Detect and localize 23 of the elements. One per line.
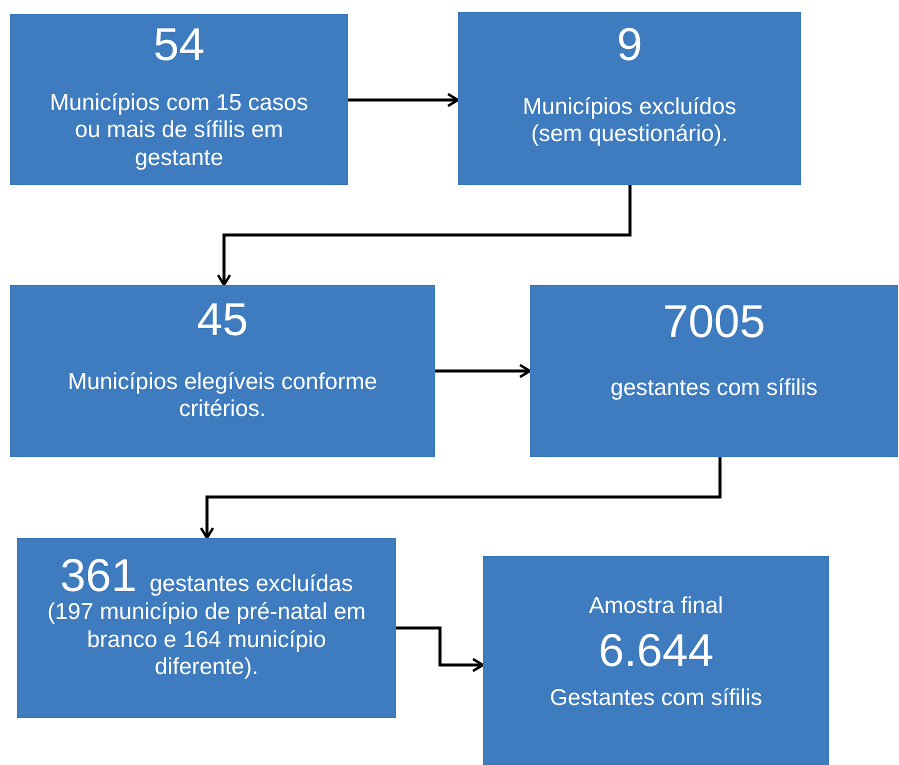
arrow — [200, 457, 722, 540]
count-number: 9 — [616, 18, 642, 71]
node-text: Amostra final — [588, 592, 724, 620]
process-box — [530, 285, 898, 457]
arrow — [435, 364, 532, 378]
process-box — [458, 12, 801, 185]
arrow — [348, 92, 460, 108]
arrow — [396, 626, 484, 672]
count-number: 7005 — [662, 295, 766, 348]
node-text: Municípios com 15 casos ou mais de sífilis em gestante — [48, 88, 310, 172]
process-box — [10, 285, 435, 457]
node-text: 361 gestantes excluídas (197 município de pré-natal em branco e 164 município diferente). — [46, 552, 367, 681]
count-number: 6.644 — [598, 624, 714, 676]
process-box — [10, 14, 348, 185]
node-text: gestantes com sífilis — [610, 374, 818, 402]
process-box — [17, 538, 396, 718]
node-text: Municípios excluídos (sem questionário). — [522, 92, 738, 148]
process-box — [483, 556, 829, 765]
arrow — [216, 185, 632, 286]
count-number: 54 — [153, 18, 205, 71]
count-number: 45 — [196, 293, 248, 346]
node-text: Municípios elegíveis conforme critérios. — [66, 368, 378, 424]
node-text: Gestantes com sífilis — [550, 684, 762, 712]
